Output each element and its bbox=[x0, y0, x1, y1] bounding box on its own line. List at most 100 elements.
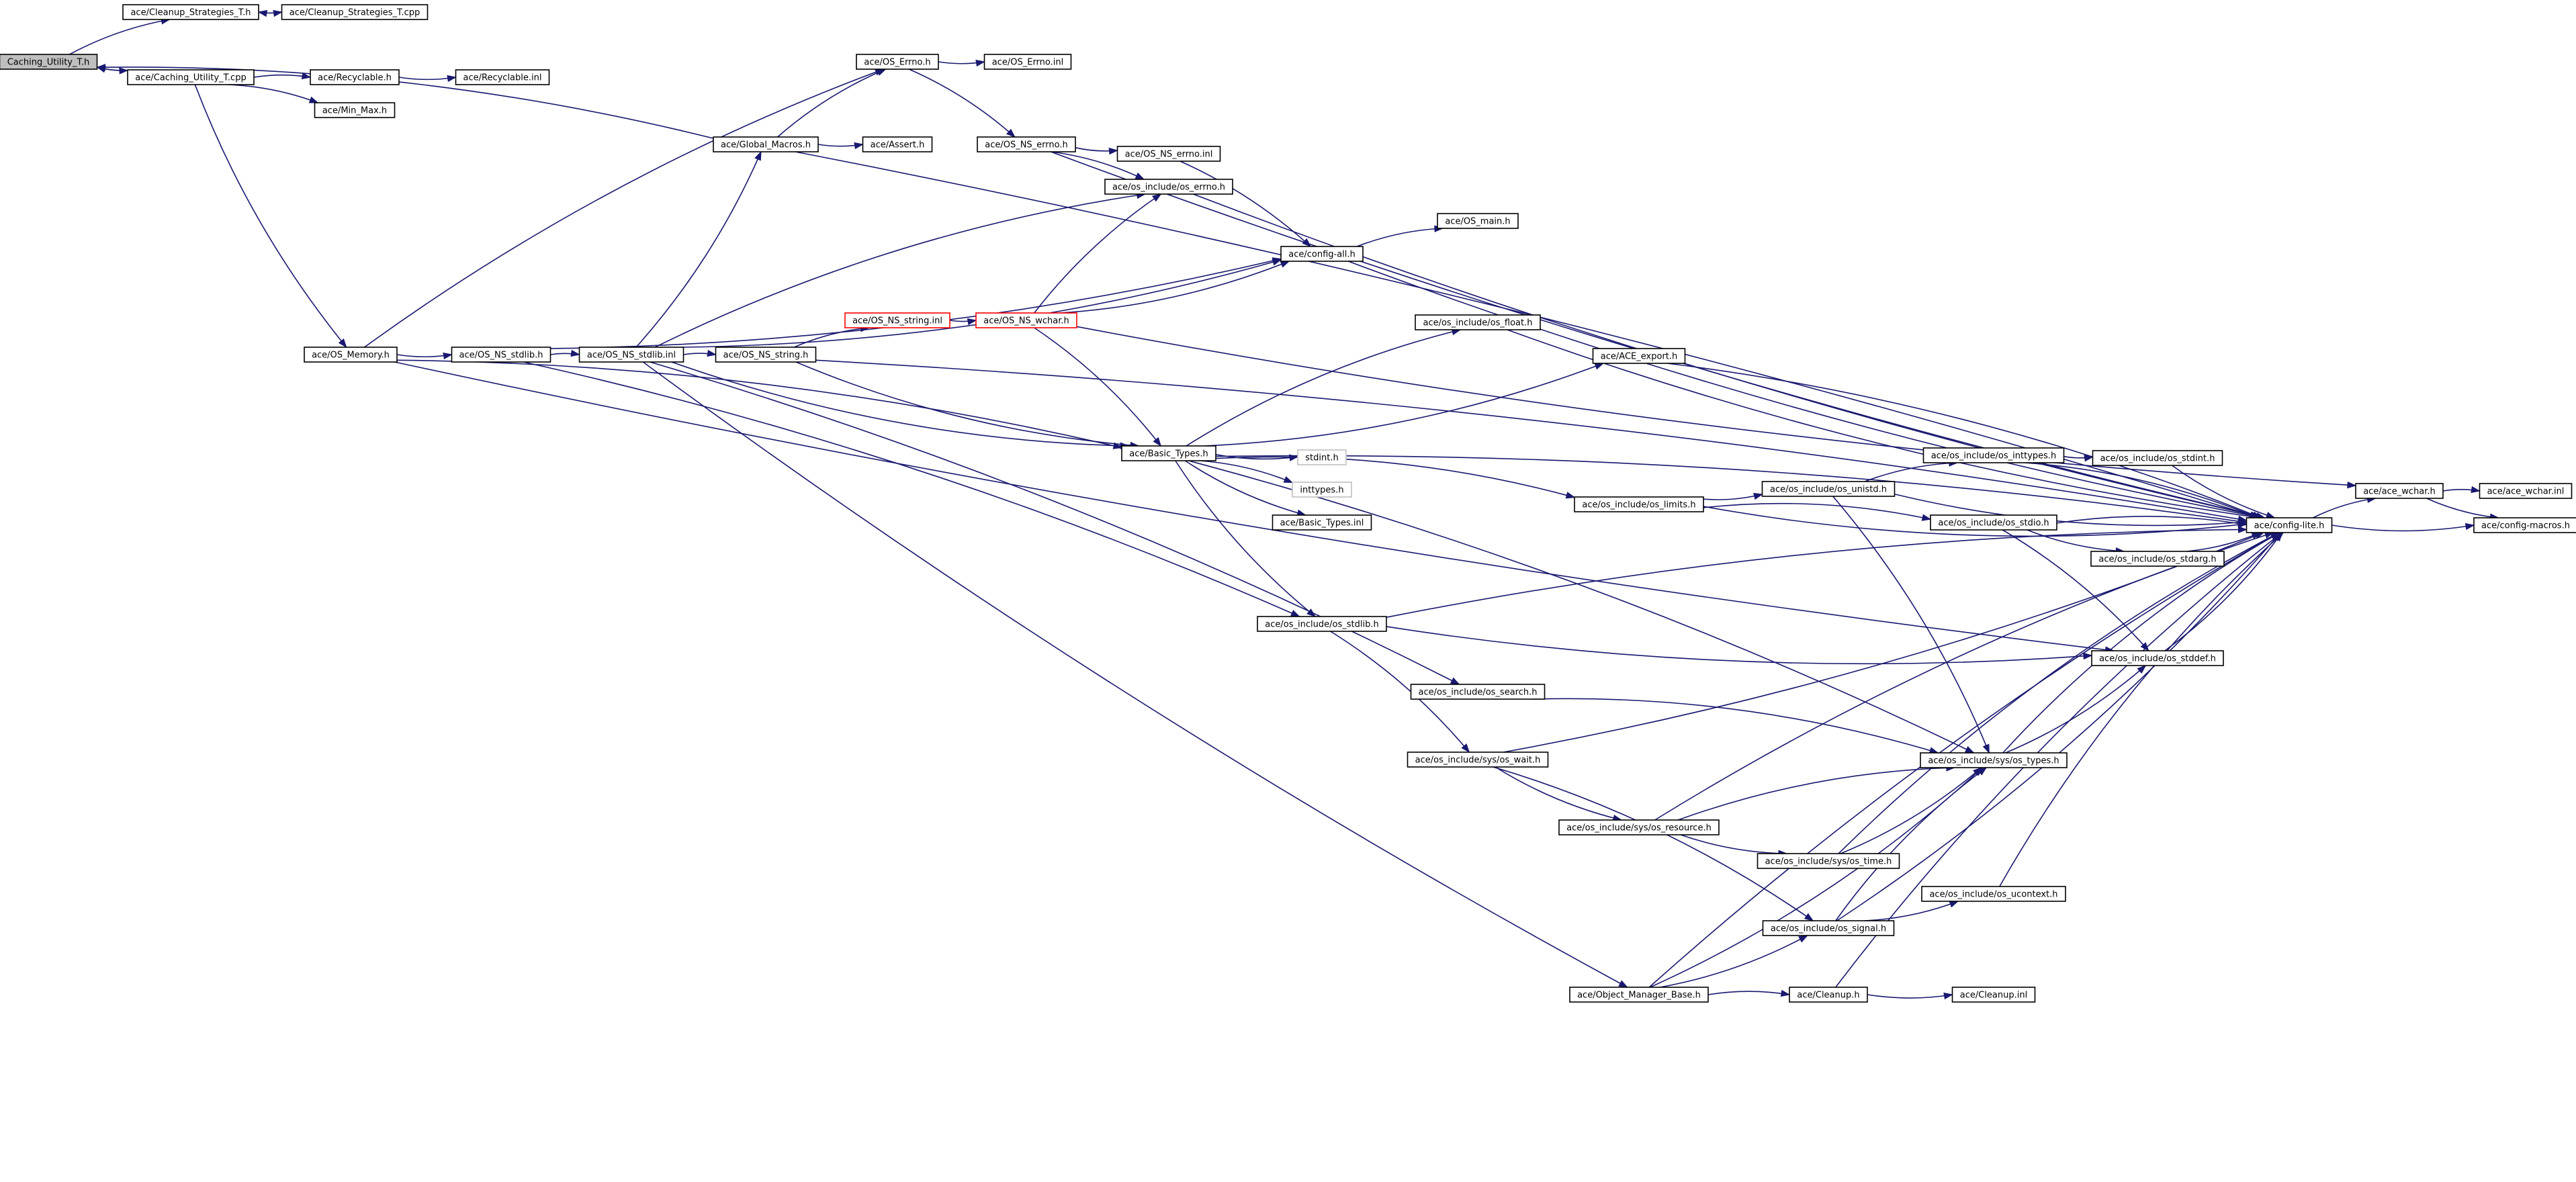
node-box[interactable] bbox=[1407, 752, 1549, 768]
node-caching-utility-t-h[interactable]: Caching_Utility_T.h bbox=[0, 54, 98, 70]
node-stdint-h[interactable]: stdint.h bbox=[1297, 449, 1347, 465]
node-box[interactable] bbox=[715, 347, 817, 363]
node-box[interactable] bbox=[578, 347, 684, 363]
node-caching-utility-t-cpp[interactable]: ace/Caching_Utility_T.cpp bbox=[127, 69, 255, 85]
node-os-memory-h[interactable]: ace/OS_Memory.h bbox=[304, 347, 398, 363]
node-box[interactable] bbox=[1104, 179, 1233, 195]
node-box[interactable] bbox=[856, 54, 939, 70]
node-box[interactable] bbox=[1921, 886, 2066, 902]
node-assert-h[interactable]: ace/Assert.h bbox=[862, 136, 933, 152]
node-os-include-os-unistd-h[interactable]: ace/os_include/os_unistd.h bbox=[1761, 481, 1896, 497]
node-box[interactable] bbox=[983, 54, 1072, 70]
node-os-errno-inl[interactable]: ace/OS_Errno.inl bbox=[983, 54, 1072, 70]
node-cleanup-h[interactable]: ace/Cleanup.h bbox=[1789, 987, 1868, 1003]
node-box[interactable] bbox=[1574, 496, 1704, 512]
node-cleanup-strategies-t-h[interactable]: ace/Cleanup_Strategies_T.h bbox=[122, 4, 259, 20]
node-os-ns-stdlib-h[interactable]: ace/OS_NS_stdlib.h bbox=[451, 347, 551, 363]
node-box[interactable] bbox=[1789, 987, 1868, 1003]
node-os-include-os-limits-h[interactable]: ace/os_include/os_limits.h bbox=[1574, 496, 1704, 512]
node-os-include-os-stdio-h[interactable]: ace/os_include/os_stdio.h bbox=[1930, 514, 2057, 531]
node-box[interactable] bbox=[2091, 650, 2224, 666]
node-box[interactable] bbox=[2090, 551, 2225, 567]
node-os-ns-string-h[interactable]: ace/OS_NS_string.h bbox=[715, 347, 817, 363]
node-basic-types-h[interactable]: ace/Basic_Types.h bbox=[1121, 445, 1216, 461]
node-box[interactable] bbox=[1920, 752, 2068, 768]
node-box[interactable] bbox=[2092, 450, 2223, 466]
node-box[interactable] bbox=[2479, 483, 2573, 499]
node-os-ns-errno-h[interactable]: ace/OS_NS_errno.h bbox=[977, 136, 1076, 152]
node-box[interactable] bbox=[977, 136, 1076, 152]
node-os-include-os-ucontext-h[interactable]: ace/os_include/os_ucontext.h bbox=[1921, 886, 2066, 902]
node-box[interactable] bbox=[2355, 483, 2444, 499]
node-box[interactable] bbox=[2246, 517, 2333, 533]
node-box[interactable] bbox=[1257, 616, 1387, 632]
node-os-include-os-stdint-h[interactable]: ace/os_include/os_stdint.h bbox=[2092, 450, 2223, 466]
node-box[interactable] bbox=[1292, 482, 1352, 498]
node-os-include-os-inttypes-h[interactable]: ace/os_include/os_inttypes.h bbox=[1922, 447, 2065, 463]
node-os-errno-h[interactable]: ace/OS_Errno.h bbox=[856, 54, 939, 70]
node-os-main-h[interactable]: ace/OS_main.h bbox=[1437, 213, 1519, 229]
node-box[interactable] bbox=[281, 4, 429, 20]
node-box[interactable] bbox=[1415, 314, 1541, 330]
node-os-include-os-stddef-h[interactable]: ace/os_include/os_stddef.h bbox=[2091, 650, 2224, 666]
node-os-ns-stdlib-inl[interactable]: ace/OS_NS_stdlib.inl bbox=[578, 347, 684, 363]
node-config-lite-h[interactable]: ace/config-lite.h bbox=[2246, 517, 2333, 533]
node-box[interactable] bbox=[304, 347, 398, 363]
node-os-include-sys-os-resource-h[interactable]: ace/os_include/sys/os_resource.h bbox=[1558, 819, 1720, 835]
node-box[interactable] bbox=[1272, 514, 1372, 531]
node-os-ns-string-inl[interactable]: ace/OS_NS_string.inl bbox=[844, 312, 950, 328]
node-config-all-h[interactable]: ace/config-all.h bbox=[1280, 246, 1364, 262]
node-os-include-os-errno-h[interactable]: ace/os_include/os_errno.h bbox=[1104, 179, 1233, 195]
node-os-ns-errno-inl[interactable]: ace/OS_NS_errno.inl bbox=[1116, 146, 1221, 162]
node-box[interactable] bbox=[122, 4, 259, 20]
node-global-macros-h[interactable]: ace/Global_Macros.h bbox=[713, 136, 819, 152]
node-recyclable-inl[interactable]: ace/Recyclable.inl bbox=[455, 69, 550, 85]
node-box[interactable] bbox=[1951, 987, 2036, 1003]
node-box[interactable] bbox=[127, 69, 255, 85]
node-box[interactable] bbox=[713, 136, 819, 152]
node-box[interactable] bbox=[844, 312, 950, 328]
node-box[interactable] bbox=[310, 69, 400, 85]
node-cleanup-inl[interactable]: ace/Cleanup.inl bbox=[1951, 987, 2036, 1003]
node-inttypes-h[interactable]: inttypes.h bbox=[1292, 482, 1352, 498]
node-box[interactable] bbox=[1121, 445, 1216, 461]
node-box[interactable] bbox=[975, 312, 1077, 328]
node-config-macros-h[interactable]: ace/config-macros.h bbox=[2473, 517, 2576, 533]
node-ace-wchar-h[interactable]: ace/ace_wchar.h bbox=[2355, 483, 2444, 499]
node-box[interactable] bbox=[1280, 246, 1364, 262]
node-box[interactable] bbox=[1116, 146, 1221, 162]
node-box[interactable] bbox=[1922, 447, 2065, 463]
node-box[interactable] bbox=[455, 69, 550, 85]
node-box[interactable] bbox=[1410, 684, 1546, 700]
node-os-include-os-stdlib-h[interactable]: ace/os_include/os_stdlib.h bbox=[1257, 616, 1387, 632]
node-box[interactable] bbox=[1558, 819, 1720, 835]
node-box[interactable] bbox=[1761, 481, 1896, 497]
node-cleanup-strategies-t-cpp[interactable]: ace/Cleanup_Strategies_T.cpp bbox=[281, 4, 429, 20]
node-box[interactable] bbox=[1297, 449, 1347, 465]
node-os-include-os-float-h[interactable]: ace/os_include/os_float.h bbox=[1415, 314, 1541, 330]
node-ace-wchar-inl[interactable]: ace/ace_wchar.inl bbox=[2479, 483, 2573, 499]
node-box[interactable] bbox=[2473, 517, 2576, 533]
node-box[interactable] bbox=[1757, 853, 1900, 869]
node-os-include-os-stdarg-h[interactable]: ace/os_include/os_stdarg.h bbox=[2090, 551, 2225, 567]
node-box[interactable] bbox=[1569, 987, 1709, 1003]
node-os-include-sys-os-types-h[interactable]: ace/os_include/sys/os_types.h bbox=[1920, 752, 2068, 768]
node-basic-types-inl[interactable]: ace/Basic_Types.inl bbox=[1272, 514, 1372, 531]
node-box[interactable] bbox=[1762, 920, 1895, 936]
node-box[interactable] bbox=[1437, 213, 1519, 229]
node-box[interactable] bbox=[862, 136, 933, 152]
node-os-include-os-search-h[interactable]: ace/os_include/os_search.h bbox=[1410, 684, 1546, 700]
node-os-include-os-signal-h[interactable]: ace/os_include/os_signal.h bbox=[1762, 920, 1895, 936]
node-ace-export-h[interactable]: ace/ACE_export.h bbox=[1592, 348, 1686, 364]
node-os-ns-wchar-h[interactable]: ace/OS_NS_wchar.h bbox=[975, 312, 1077, 328]
node-box[interactable] bbox=[1592, 348, 1686, 364]
node-box[interactable] bbox=[0, 54, 98, 70]
node-box[interactable] bbox=[314, 102, 396, 118]
node-os-include-sys-os-time-h[interactable]: ace/os_include/sys/os_time.h bbox=[1757, 853, 1900, 869]
node-recyclable-h[interactable]: ace/Recyclable.h bbox=[310, 69, 400, 85]
node-object-manager-base-h[interactable]: ace/Object_Manager_Base.h bbox=[1569, 987, 1709, 1003]
node-box[interactable] bbox=[451, 347, 551, 363]
node-box[interactable] bbox=[1930, 514, 2057, 531]
node-os-include-sys-os-wait-h[interactable]: ace/os_include/sys/os_wait.h bbox=[1407, 752, 1549, 768]
node-min-max-h[interactable]: ace/Min_Max.h bbox=[314, 102, 396, 118]
